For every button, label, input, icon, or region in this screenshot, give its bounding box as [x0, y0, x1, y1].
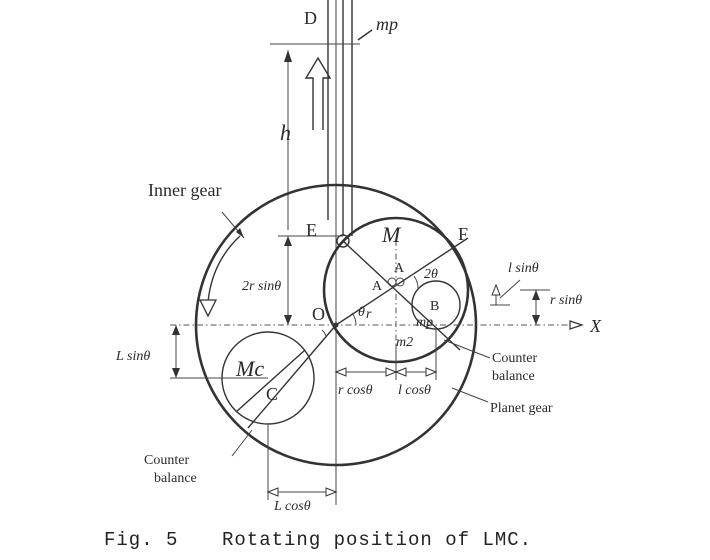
- label-m2: m2: [396, 335, 413, 350]
- label-r: r: [366, 307, 372, 322]
- label-l-sin-right: l sinθ: [508, 261, 539, 276]
- label-x: X: [589, 316, 602, 336]
- planet-gear-leader: [451, 387, 489, 403]
- r-cos-arrow-left: [334, 367, 347, 377]
- h-arrow-top: [284, 50, 292, 62]
- label-m: M: [381, 222, 402, 247]
- label-counter-balance-right-1: Counter: [492, 351, 537, 366]
- l-sin-right-arrow: [491, 283, 501, 296]
- l-cos-bottom-arrow-left: [266, 487, 279, 497]
- rotation-arrow-head: [198, 299, 218, 318]
- label-mc: Mc: [235, 356, 264, 381]
- line-mc-diameter: [235, 349, 306, 413]
- counter-balance-left-leader: [231, 429, 253, 457]
- label-l-sin-left: L sinθ: [115, 349, 150, 364]
- pivot-e: [336, 234, 350, 248]
- label-inner-gear: Inner gear: [148, 180, 221, 200]
- label-two-theta: 2θ: [424, 267, 438, 282]
- counter-balance-right-leader: [443, 339, 491, 359]
- label-h: h: [280, 120, 291, 145]
- r-cos-arrow-right: [385, 367, 398, 377]
- label-two-r-sin: 2r sinθ: [242, 279, 281, 294]
- label-d: D: [304, 8, 317, 28]
- l-cos-arrow-left: [394, 367, 407, 377]
- line-o-f: [335, 237, 469, 326]
- line-e-counter: [342, 240, 461, 351]
- label-e: E: [306, 220, 317, 240]
- l-cos-arrow-right: [425, 367, 438, 377]
- label-counter-balance-left-1: Counter: [144, 453, 189, 468]
- theta-arc-o: [351, 312, 357, 326]
- label-counter-balance-left-2: balance: [154, 471, 197, 486]
- label-l-cos-bottom: L cosθ: [273, 499, 311, 514]
- label-r-sin: r sinθ: [550, 293, 582, 308]
- label-l-cos: l cosθ: [398, 383, 431, 398]
- label-r-cos: r cosθ: [338, 383, 373, 398]
- two-r-sin-arrow-bottom: [284, 315, 292, 325]
- inner-gear-leader-arrow: [236, 228, 244, 238]
- point-o: [333, 322, 339, 328]
- label-planet-gear: Planet gear: [490, 401, 553, 416]
- label-a-mid: A: [372, 279, 383, 294]
- label-a-top: A: [394, 261, 405, 276]
- label-o: O: [312, 304, 325, 324]
- mp-pointer: [357, 29, 373, 41]
- label-mp: mp: [376, 14, 398, 34]
- label-mp-lower: mp: [416, 315, 433, 330]
- rotation-arc: [207, 235, 241, 303]
- caption-title: Rotating position of LMC.: [222, 529, 532, 551]
- two-theta-arc: [413, 275, 419, 291]
- caption-fig: Fig. 5: [104, 529, 178, 551]
- l-sin-left-arrow-top: [172, 325, 180, 335]
- label-theta: θ: [358, 305, 365, 320]
- l-cos-bottom-arrow-right: [325, 487, 338, 497]
- two-r-sin-arrow-top: [284, 236, 292, 246]
- l-sin-left-arrow-bottom: [172, 368, 180, 378]
- r-sin-arrow-bottom: [532, 315, 540, 325]
- label-b: B: [430, 299, 439, 314]
- label-counter-balance-right-2: balance: [492, 369, 535, 384]
- theta-arc-lower: [321, 329, 327, 337]
- l-sin-right-leader: [499, 279, 521, 299]
- label-c: C: [266, 384, 278, 404]
- upward-motion-arrow: [304, 56, 332, 130]
- x-axis-arrow: [569, 320, 584, 330]
- r-sin-arrow-top: [532, 290, 540, 300]
- line-o-counter: [247, 324, 337, 429]
- label-f: F: [458, 224, 468, 244]
